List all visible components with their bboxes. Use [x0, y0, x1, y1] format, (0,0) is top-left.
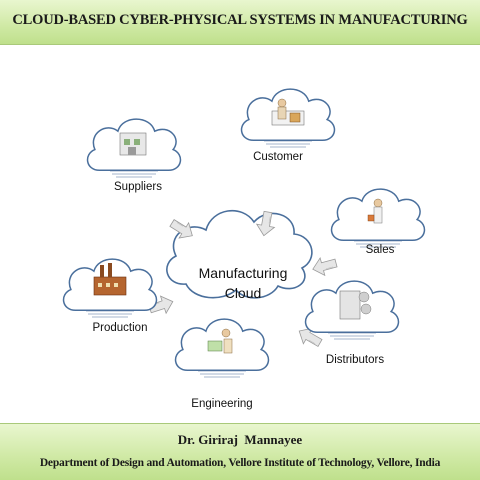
person-icon	[221, 328, 231, 338]
footer-banner: Dr. Giriraj Mannayee Department of Desig…	[0, 423, 480, 480]
engineering-node	[174, 318, 270, 378]
production-label: Production	[93, 322, 148, 334]
center-label-line1: Manufacturing	[199, 265, 288, 281]
sales-node	[330, 188, 426, 248]
customer-label: Customer	[253, 151, 303, 163]
distributors-label: Distributors	[326, 354, 384, 366]
department-line: Department of Design and Automation, Vel…	[39, 457, 441, 469]
suppliers-node	[86, 118, 182, 178]
person-icon	[277, 98, 287, 108]
arrow-from-sales	[310, 253, 339, 279]
manufacturing-cloud	[166, 209, 313, 299]
page-title: CLOUD-BASED CYBER-PHYSICAL SYSTEMS IN MA…	[12, 12, 468, 28]
person-icon	[373, 198, 383, 208]
cloud-diagram: Manufacturing Cloud Customer Suppliers S…	[62, 88, 426, 410]
server-icon	[339, 290, 361, 320]
title-banner: CLOUD-BASED CYBER-PHYSICAL SYSTEMS IN MA…	[0, 0, 480, 45]
engineering-label: Engineering	[191, 398, 252, 410]
sales-label: Sales	[366, 244, 395, 256]
distributors-node	[304, 280, 400, 340]
monitor-icon	[207, 340, 223, 352]
package-icon	[289, 112, 301, 123]
production-node	[62, 258, 158, 318]
center-label-line2: Cloud	[225, 285, 262, 301]
customer-node	[240, 88, 336, 148]
author-name: Dr. Giriraj Mannayee	[177, 432, 303, 447]
briefcase-icon	[367, 214, 375, 222]
suppliers-label: Suppliers	[114, 181, 162, 193]
